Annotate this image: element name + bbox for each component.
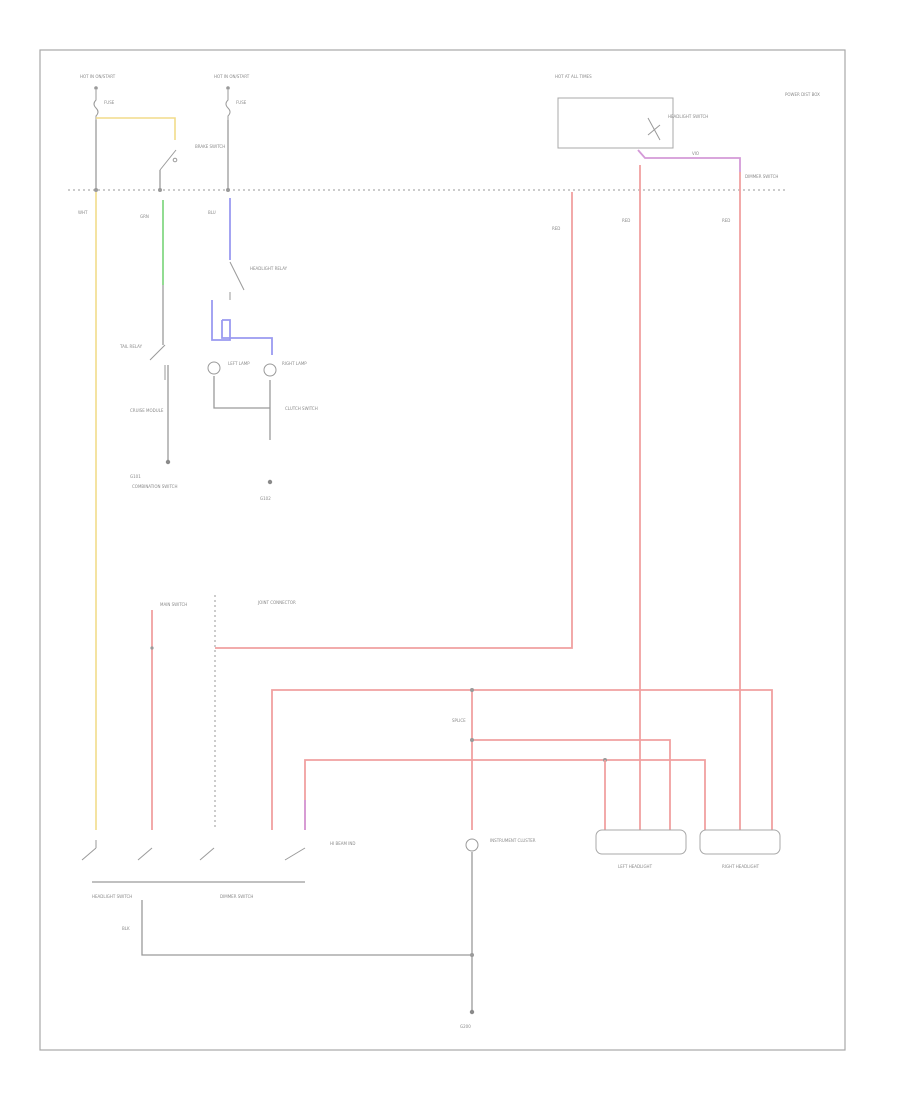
relay-box-note: POWER DIST BOX xyxy=(785,92,820,97)
fuse-left-element xyxy=(93,90,99,120)
wire-label-blu: BLU xyxy=(208,210,216,215)
fuse-left-label: FUSE xyxy=(104,100,115,105)
fuse-mid-node xyxy=(226,86,230,90)
right-headlight-body xyxy=(699,829,781,855)
ground-bottom-label: G200 xyxy=(460,1024,471,1029)
node-left-bus xyxy=(94,188,98,192)
wire-violet xyxy=(637,149,741,172)
wire-black-lamps xyxy=(213,376,271,440)
hi-beam-bulb xyxy=(465,838,479,852)
splice-label: SPLICE xyxy=(452,718,466,723)
wire-black-bottom xyxy=(141,900,472,956)
hi-beam-label: HI BEAM IND xyxy=(330,841,355,846)
cruise-module-label: CRUISE MODULE xyxy=(130,408,164,413)
wire-red-a xyxy=(215,192,573,649)
headlight-relay-switch xyxy=(229,261,245,300)
diagram-frame xyxy=(39,49,846,1051)
fuse-left-node xyxy=(94,86,98,90)
node-green-bus xyxy=(158,188,162,192)
brake-switch-blade xyxy=(159,149,177,171)
wire-label-grn: GRN xyxy=(140,214,149,219)
wire-red-sub xyxy=(472,739,671,830)
fuse-mid-element xyxy=(225,90,231,120)
lamp-left-bulb xyxy=(207,361,221,375)
fuse-mid-label: FUSE xyxy=(236,100,247,105)
splice-node-sub xyxy=(470,738,474,742)
tail-relay-switch xyxy=(149,344,166,380)
node-mid-bus xyxy=(226,188,230,192)
headlight-switch-bottom-label: HEADLIGHT SWITCH xyxy=(92,894,132,899)
left-headlight-label: LEFT HEADLIGHT xyxy=(618,864,653,869)
fuse-box-right-label: HOT AT ALL TIMES xyxy=(555,74,592,79)
switch-3 xyxy=(199,847,215,861)
node-bottom xyxy=(470,953,474,957)
fuse-box-left-label: HOT IN ON/START xyxy=(80,74,116,79)
headlight-switch-label: HEADLIGHT SWITCH xyxy=(668,114,708,119)
ground-mid-label: G102 xyxy=(260,496,271,501)
combination-switch-label: COMBINATION SWITCH xyxy=(132,484,177,489)
wire-yellow-top xyxy=(96,117,176,140)
ground-bottom-node xyxy=(469,1009,475,1015)
left-headlight-body xyxy=(595,829,687,855)
ground-mid-node xyxy=(267,479,273,485)
wire-red-harness xyxy=(271,689,773,830)
wire-label-red-a: RED xyxy=(552,226,560,231)
switch-4 xyxy=(284,847,306,861)
dimmer-switch-label: DIMMER SWITCH xyxy=(745,174,778,179)
ground-left-label: G101 xyxy=(130,474,141,479)
switch-1 xyxy=(81,840,97,861)
brake-switch-contact xyxy=(172,157,178,163)
lamp-right-bulb xyxy=(263,363,277,377)
wire-label-blk: BLK xyxy=(122,926,130,931)
dimmer-switch-bottom-label: DIMMER SWITCH xyxy=(220,894,253,899)
joint-connector-label: JOINT CONNECTOR xyxy=(257,600,296,605)
switch-2 xyxy=(137,847,153,861)
headlight-relay-label: HEADLIGHT RELAY xyxy=(250,266,288,271)
wire-label-red-b: RED xyxy=(622,218,630,223)
right-headlight-label: RIGHT HEADLIGHT xyxy=(722,864,760,869)
wire-label-wht-left: WHT xyxy=(78,210,88,215)
relay-box xyxy=(557,97,674,149)
tail-relay-label: TAIL RELAY xyxy=(119,344,143,349)
main-switch-label: MAIN SWITCH xyxy=(160,602,187,607)
wire-red-low xyxy=(304,759,706,830)
clutch-switch-label: CLUTCH SWITCH xyxy=(285,406,318,411)
wire-label-vio: VIO xyxy=(692,151,699,156)
splice-node-top xyxy=(470,688,474,692)
wire-label-red-c: RED xyxy=(722,218,730,223)
connector-node xyxy=(150,646,154,650)
left-lamp-label: LEFT LAMP xyxy=(228,361,250,366)
ground-left-node xyxy=(165,459,171,465)
brake-switch-label: BRAKE SWITCH xyxy=(195,144,225,149)
relay-box-switch xyxy=(647,117,661,141)
fuse-box-mid-label: HOT IN ON/START xyxy=(214,74,250,79)
instrument-cluster-label: INSTRUMENT CLUSTER xyxy=(490,838,536,843)
right-lamp-label: RIGHT LAMP xyxy=(282,361,307,366)
wire-blue-branch xyxy=(211,300,273,355)
